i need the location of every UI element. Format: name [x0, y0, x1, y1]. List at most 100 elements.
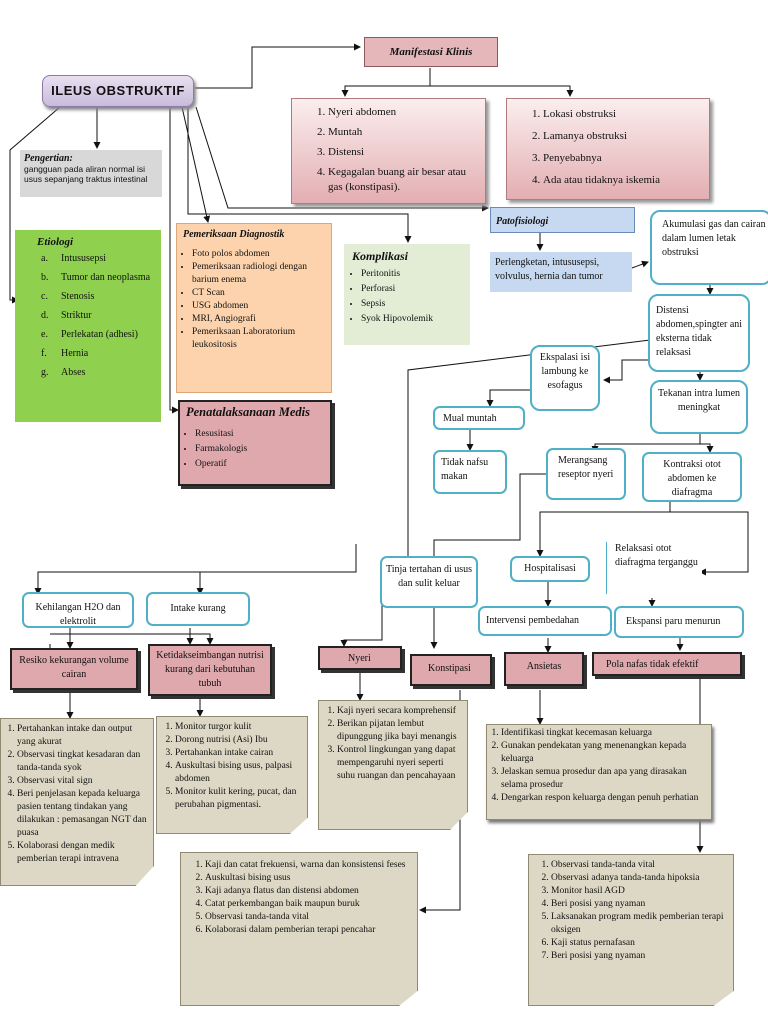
intervensi-item: Gunakan pendekatan yang menenangkan kepa… — [501, 740, 707, 766]
intervensi-pola-list: Observasi tanda-tanda vital Observasi ad… — [533, 859, 729, 963]
intervensi-item: Pertahankan intake dan output yang akura… — [17, 723, 149, 749]
flow-kehilangan: Kehilangan H2O dan elektrolit — [22, 592, 134, 628]
komplikasi-item: Peritonitis — [361, 268, 464, 281]
penatalaksanaan-item: Farmakologis — [195, 443, 324, 456]
flow-kontraksi: Kontraksi otot abdomen ke diafragma — [642, 452, 742, 502]
diagnostik-list: Foto polos abdomen Pemeriksaan radiologi… — [183, 248, 326, 352]
etiologi-item: f.Hernia — [41, 348, 89, 359]
diagnostik-heading: Pemeriksaan Diagnostik — [183, 229, 285, 240]
komplikasi-list: Peritonitis Perforasi Sepsis Syok Hipovo… — [352, 268, 464, 326]
intervensi-pola-box: Observasi tanda-tanda vital Observasi ad… — [528, 854, 734, 1006]
diagnosis-konstipasi: Konstipasi — [410, 654, 492, 686]
intervensi-item: Observasi tanda-tanda vital — [551, 859, 729, 872]
flow-intake: Intake kurang — [146, 592, 250, 626]
manifestasi-left-box: Nyeri abdomen Muntah Distensi Kegagalan … — [291, 98, 486, 204]
komplikasi-item: Syok Hipovolemik — [361, 313, 464, 326]
etiologi-item: g.Abses — [41, 367, 86, 378]
intervensi-item: Pertahankan intake cairan — [175, 747, 303, 760]
intervensi-ketidak-list: Monitor turgor kulit Dorong nutrisi (Asi… — [159, 721, 303, 812]
intervensi-item: Kolaborasi dengan medik pemberian terapi… — [17, 840, 149, 866]
manifestasi-right-list: Lokasi obstruksi Lamanya obstruksi Penye… — [521, 107, 701, 188]
title-box: ILEUS OBSTRUKTIF — [42, 75, 194, 107]
flow-ekspansi: Ekspansi paru menurun — [614, 606, 744, 638]
patofisiologi-text: Perlengketan, intususepsi, volvulus, her… — [495, 257, 603, 282]
penatalaksanaan-box: Penatalaksanaan Medis Resusitasi Farmako… — [178, 400, 332, 486]
intervensi-item: Kaji nyeri secara komprehensif — [337, 705, 463, 718]
diagnosis-resiko: Resiko kekurangan volume cairan — [10, 648, 138, 690]
etiologi-item: d.Striktur — [41, 310, 92, 321]
diagnosis-nyeri: Nyeri — [318, 646, 402, 670]
penatalaksanaan-item: Operatif — [195, 458, 324, 471]
komplikasi-heading: Komplikasi — [352, 249, 409, 263]
intervensi-nyeri-box: Kaji nyeri secara komprehensif Berikan p… — [318, 700, 468, 830]
intervensi-konstipasi-box: Kaji dan catat frekuensi, warna dan kons… — [180, 852, 418, 1006]
manifestasi-left-item: Distensi — [328, 145, 477, 160]
flow-intervensi: Intervensi pembedahan — [478, 606, 612, 636]
intervensi-item: Laksanakan program medik pemberian terap… — [551, 911, 729, 937]
intervensi-item: Kaji status pernafasan — [551, 937, 729, 950]
intervensi-ansietas-box: Identifikasi tingkat kecemasan keluarga … — [486, 724, 712, 820]
intervensi-ansietas-list: Identifikasi tingkat kecemasan keluarga … — [489, 727, 707, 805]
komplikasi-box: Komplikasi Peritonitis Perforasi Sepsis … — [344, 244, 470, 345]
flow-hospitalisasi: Hospitalisasi — [510, 556, 590, 582]
manifestasi-right-item: Lamanya obstruksi — [543, 129, 701, 144]
intervensi-ketidak-box: Monitor turgor kulit Dorong nutrisi (Asi… — [156, 716, 308, 834]
flow-relaksasi: Relaksasi otot diafragma terganggu — [606, 542, 702, 594]
diagnosis-ansietas: Ansietas — [504, 652, 584, 686]
etiologi-box: Etiologi a.Intususepsi b.Tumor dan neopl… — [15, 230, 161, 422]
manifestasi-right-item: Lokasi obstruksi — [543, 107, 701, 122]
flow-tekanan: Tekanan intra lumen meningkat — [650, 380, 748, 434]
manifestasi-heading-box: Manifestasi Klinis — [364, 37, 498, 67]
intervensi-item: Beri posisi yang nyaman — [551, 898, 729, 911]
manifestasi-left-item: Kegagalan buang air besar atau gas (kons… — [328, 165, 477, 195]
diagnostik-item: Pemeriksaan Laboratorium leukositosis — [192, 326, 326, 352]
penatalaksanaan-heading: Penatalaksanaan Medis — [186, 405, 310, 419]
flow-merangsang: Merangsang reseptor nyeri — [546, 448, 626, 500]
intervensi-item: Auskultasi bising usus — [205, 872, 411, 885]
manifestasi-left-list: Nyeri abdomen Muntah Distensi Kegagalan … — [306, 105, 477, 195]
intervensi-item: Beri posisi yang nyaman — [551, 950, 729, 963]
flow-distensi: Distensi abdomen,spingter ani eksterna t… — [648, 294, 750, 372]
intervensi-item: Auskultasi bising usus, palpasi abdomen — [175, 760, 303, 786]
manifestasi-left-item: Nyeri abdomen — [328, 105, 477, 120]
intervensi-item: Dengarkan respon keluarga dengan penuh p… — [501, 792, 707, 805]
komplikasi-item: Sepsis — [361, 298, 464, 311]
intervensi-item: Monitor kulit kering, pucat, dan perubah… — [175, 786, 303, 812]
intervensi-item: Observasi adanya tanda-tanda hipoksia — [551, 872, 729, 885]
penatalaksanaan-item: Resusitasi — [195, 428, 324, 441]
etiologi-item: e.Perlekatan (adhesi) — [41, 329, 138, 340]
intervensi-item: Jelaskan semua prosedur dan apa yang dir… — [501, 766, 707, 792]
intervensi-item: Kolaborasi dalam pemberian terapi pencah… — [205, 924, 411, 937]
intervensi-konstipasi-list: Kaji dan catat frekuensi, warna dan kons… — [187, 859, 411, 937]
intervensi-item: Beri penjelasan kepada keluarga pasien t… — [17, 788, 149, 840]
patofisiologi-heading: Patofisiologi — [496, 216, 549, 227]
intervensi-item: Kaji dan catat frekuensi, warna dan kons… — [205, 859, 411, 872]
diagnostik-item: Pemeriksaan radiologi dengan barium enem… — [192, 261, 326, 287]
etiologi-heading: Etiologi — [37, 236, 74, 248]
manifestasi-right-item: Ada atau tidaknya iskemia — [543, 173, 701, 188]
etiologi-item: b.Tumor dan neoplasma — [41, 272, 151, 283]
diagnostik-item: USG abdomen — [192, 300, 326, 313]
pengertian-heading: Pengertian: — [24, 153, 73, 164]
flow-ekspalasi: Ekspalasi isi lambung ke esofagus — [530, 345, 600, 411]
diagnostik-item: Foto polos abdomen — [192, 248, 326, 261]
intervensi-nyeri-list: Kaji nyeri secara komprehensif Berikan p… — [321, 705, 463, 783]
diagnostik-item: CT Scan — [192, 287, 326, 300]
manifestasi-right-item: Penyebabnya — [543, 151, 701, 166]
intervensi-resiko-list: Pertahankan intake dan output yang akura… — [3, 723, 149, 866]
intervensi-item: Monitor hasil AGD — [551, 885, 729, 898]
diagnostik-item: MRI, Angiografi — [192, 313, 326, 326]
intervensi-item: Identifikasi tingkat kecemasan keluarga — [501, 727, 707, 740]
diagnostik-box: Pemeriksaan Diagnostik Foto polos abdome… — [176, 223, 332, 393]
intervensi-resiko-box: Pertahankan intake dan output yang akura… — [0, 718, 154, 886]
etiologi-item: a.Intususepsi — [41, 253, 106, 264]
title-text: ILEUS OBSTRUKTIF — [51, 83, 185, 98]
etiologi-list: a.Intususepsi b.Tumor dan neoplasma c.St… — [37, 252, 155, 385]
manifestasi-right-box: Lokasi obstruksi Lamanya obstruksi Penye… — [506, 98, 710, 200]
manifestasi-left-item: Muntah — [328, 125, 477, 140]
etiologi-item: c.Stenosis — [41, 291, 95, 302]
pengertian-box: Pengertian: gangguan pada aliran normal … — [20, 150, 162, 197]
intervensi-item: Berikan pijatan lembut dipunggung jika b… — [337, 718, 463, 744]
diagnosis-pola-nafas: Pola nafas tidak efektif — [592, 652, 742, 676]
manifestasi-heading: Manifestasi Klinis — [389, 46, 473, 58]
